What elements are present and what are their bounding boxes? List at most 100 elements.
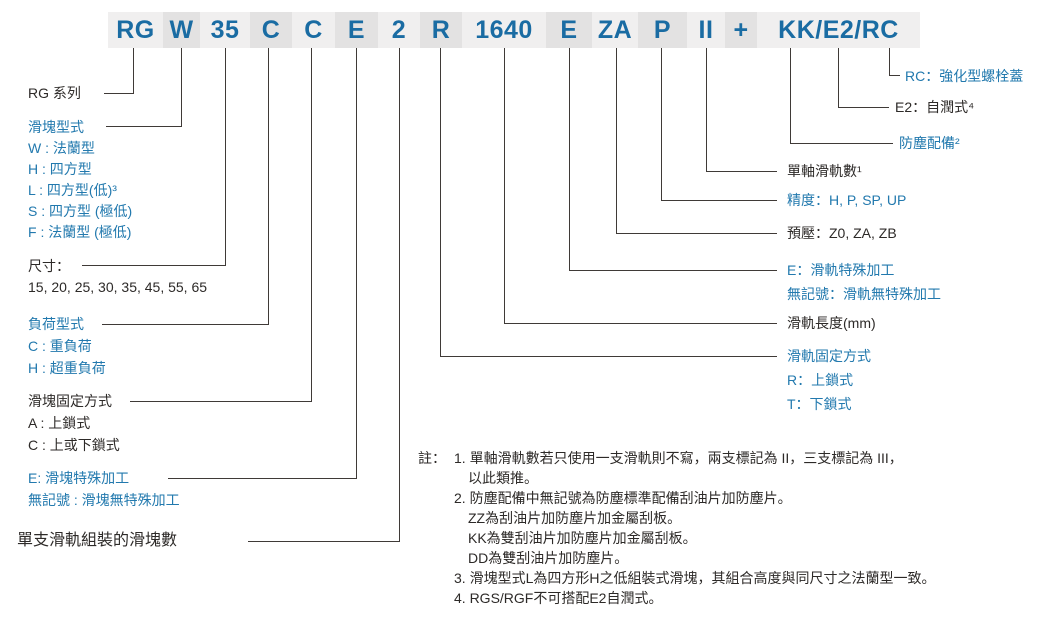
label-blocks-per-rail: 單支滑軌組裝的滑塊數: [17, 530, 177, 552]
connector-dust-v: [790, 48, 791, 144]
label-dust-protection-title: 防塵配備²: [899, 135, 960, 151]
connector-e2-v: [838, 48, 839, 108]
note-line-2: 2. 防塵配備中無記號為防塵標準配備刮油片加防塵片。: [454, 490, 792, 506]
connector-block-special-v: [356, 48, 357, 479]
connector-accuracy-h: [661, 200, 777, 201]
model-segment-r: R: [420, 12, 462, 48]
model-segment-35: 35: [200, 12, 250, 48]
connector-size-h: [82, 265, 226, 266]
label-accuracy-title: 精度：H, P, SP, UP: [787, 192, 907, 208]
note-line-2b: ZZ為刮油片加防塵片加金屬刮板。: [468, 510, 682, 526]
connector-rail-mounting-h: [440, 356, 777, 357]
model-segment-rg: RG: [108, 12, 163, 48]
connector-size-v: [225, 48, 226, 266]
connector-block-mounting-h: [130, 401, 312, 402]
label-rail-mounting-item: T：下鎖式: [787, 396, 852, 412]
connector-rail-mounting-v: [440, 48, 441, 357]
label-block-special-item: 無記號 : 滑塊無特殊加工: [28, 492, 180, 508]
label-block-type-item: H : 四方型: [28, 161, 92, 177]
label-preload: 預壓：Z0, ZA, ZB: [787, 223, 897, 244]
label-dust-protection: 防塵配備²: [899, 133, 960, 154]
notes-block: 註： 1. 單軸滑軌數若只使用一支滑軌則不寫，兩支標記為 II，三支標記為 II…: [418, 448, 935, 608]
label-rails-per-axis-title: 單軸滑軌數¹: [787, 163, 862, 179]
model-segment-kk-e2-rc: KK/E2/RC: [757, 12, 920, 48]
connector-e2-h: [838, 107, 889, 108]
note-line-1b: 以此類推。: [468, 470, 538, 486]
note-line-1: 1. 單軸滑軌數若只使用一支滑軌則不寫，兩支標記為 II，三支標記為 III，: [454, 450, 903, 466]
model-segment-p: P: [638, 12, 687, 48]
connector-preload-v: [616, 48, 617, 234]
notes-lines: 1. 單軸滑軌數若只使用一支滑軌則不寫，兩支標記為 II，三支標記為 III， …: [454, 448, 935, 608]
label-size-title: 尺寸：: [28, 258, 70, 274]
label-block-special-title: E: 滑塊特殊加工: [28, 470, 130, 486]
label-load-type: 負荷型式 C : 重負荷 H : 超重負荷: [28, 313, 106, 379]
connector-rail-length-v: [504, 48, 505, 324]
connector-block-special-h: [168, 478, 357, 479]
label-rail-mounting-item: R：上鎖式: [787, 372, 854, 388]
label-preload-title: 預壓：Z0, ZA, ZB: [787, 225, 897, 241]
connector-load-type-v: [268, 48, 269, 325]
label-rail-mounting: 滑軌固定方式 R：上鎖式 T：下鎖式: [787, 344, 871, 416]
label-block-mounting: 滑塊固定方式 A : 上鎖式 C : 上或下鎖式: [28, 390, 120, 456]
connector-block-type-v: [181, 48, 182, 127]
connector-rail-special-v: [569, 48, 570, 271]
label-rc: RC：強化型螺栓蓋: [905, 66, 1023, 87]
model-segment-za: ZA: [592, 12, 638, 48]
label-block-mounting-item: A : 上鎖式: [28, 415, 91, 431]
label-block-mounting-item: C : 上或下鎖式: [28, 437, 120, 453]
model-segment-2: 2: [378, 12, 420, 48]
label-size-values: 15, 20, 25, 30, 35, 45, 55, 65: [28, 279, 208, 295]
model-segment-e1: E: [335, 12, 378, 48]
note-line-2c: KK為雙刮油片加防塵片加金屬刮板。: [468, 530, 697, 546]
label-rails-per-axis: 單軸滑軌數¹: [787, 161, 862, 182]
label-block-type-item: W : 法蘭型: [28, 140, 95, 156]
notes-label: 註：: [418, 450, 446, 466]
connector-preload-h: [616, 233, 777, 234]
connector-series-v: [133, 48, 134, 94]
label-rail-special-title: E：滑軌特殊加工: [787, 262, 895, 278]
label-block-type-item: S : 四方型 (極低): [28, 203, 133, 219]
connector-block-type-h: [106, 126, 182, 127]
model-segment-plus: +: [725, 12, 757, 48]
connector-blocks-per-rail-v: [399, 48, 400, 542]
model-segment-c2: C: [292, 12, 335, 48]
connector-accuracy-v: [661, 48, 662, 201]
label-series: RG 系列: [28, 83, 81, 104]
label-load-type-title: 負荷型式: [28, 316, 84, 332]
model-segment-ii: II: [687, 12, 725, 48]
label-e2: E2：自潤式⁴: [895, 97, 974, 118]
label-series-title: RG 系列: [28, 85, 81, 101]
note-line-2d: DD為雙刮油片加防塵片。: [468, 550, 629, 566]
connector-block-mounting-v: [311, 48, 312, 402]
connector-dust-h: [790, 143, 893, 144]
model-segment-c1: C: [250, 12, 292, 48]
model-segment-1640: 1640: [462, 12, 546, 48]
note-line-4: 4. RGS/RGF不可搭配E2自潤式。: [454, 590, 663, 606]
label-accuracy: 精度：H, P, SP, UP: [787, 190, 906, 211]
connector-rail-length-h: [504, 323, 777, 324]
label-block-type-item: F : 法蘭型 (極低): [28, 224, 132, 240]
label-block-type: 滑塊型式 W : 法蘭型 H : 四方型 L : 四方型(低)³ S : 四方型…: [28, 117, 132, 243]
label-load-type-item: C : 重負荷: [28, 338, 92, 354]
label-rail-mounting-title: 滑軌固定方式: [787, 348, 871, 364]
label-rail-length: 滑軌長度(mm): [787, 313, 876, 334]
connector-load-type-h: [102, 324, 269, 325]
label-blocks-per-rail-title: 單支滑軌組裝的滑塊數: [17, 532, 178, 549]
label-rc-title: RC：強化型螺栓蓋: [905, 68, 1024, 84]
label-block-type-item: L : 四方型(低)³: [28, 182, 117, 198]
note-line-3: 3. 滑塊型式L為四方形H之低組裝式滑塊，其組合高度與同尺寸之法蘭型一致。: [454, 570, 936, 586]
connector-rail-special-h: [569, 270, 777, 271]
label-rail-special: E：滑軌特殊加工 無記號：滑軌無特殊加工: [787, 258, 941, 306]
label-load-type-item: H : 超重負荷: [28, 360, 106, 376]
label-rail-length-title: 滑軌長度(mm): [787, 315, 876, 331]
connector-rc-h: [889, 75, 900, 76]
label-rail-special-item: 無記號：滑軌無特殊加工: [787, 286, 941, 302]
connector-blocks-per-rail-h: [248, 541, 400, 542]
label-e2-title: E2：自潤式⁴: [895, 99, 975, 115]
connector-series-h: [104, 93, 134, 94]
connector-rails-per-axis-h: [706, 171, 777, 172]
label-block-special: E: 滑塊特殊加工 無記號 : 滑塊無特殊加工: [28, 467, 180, 511]
connector-rc-v: [889, 48, 890, 76]
label-size: 尺寸： 15, 20, 25, 30, 35, 45, 55, 65: [28, 256, 207, 298]
